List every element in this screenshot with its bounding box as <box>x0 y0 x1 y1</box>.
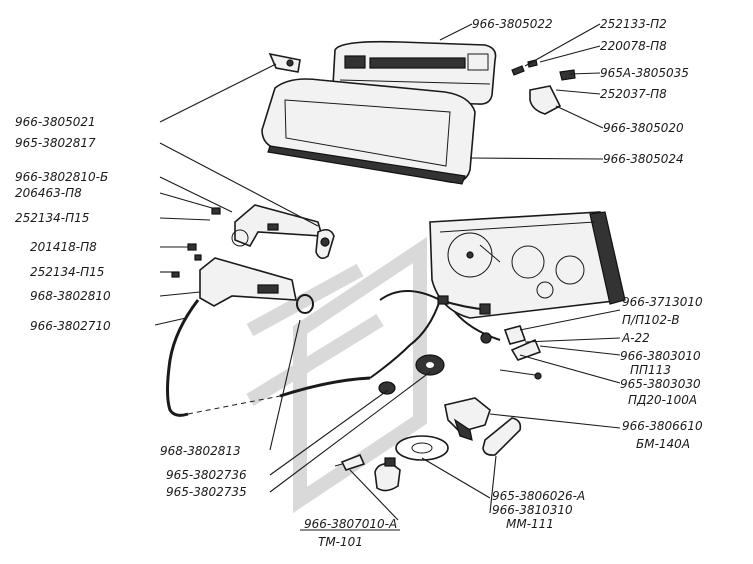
label-966-3802710: 966-3802710 <box>30 319 111 333</box>
clip-part <box>529 85 562 115</box>
sensor-parts <box>499 325 542 380</box>
gasket-ring <box>395 435 449 461</box>
wiring-harness <box>369 290 501 379</box>
labels: 966-3805022 252133-П2 220078-П8 965А-380… <box>15 17 703 549</box>
label-252037-p8: 252037-П8 <box>600 87 667 101</box>
label-206463-p8: 206463-П8 <box>15 186 82 200</box>
label-965-3802735: 965-3802735 <box>166 485 247 499</box>
speedometer-cable <box>166 299 371 417</box>
label-252134-p15-b: 252134-П15 <box>30 265 104 279</box>
label-252133-p2: 252133-П2 <box>600 17 667 31</box>
label-965-3806026-a: 965-3806026-А <box>492 489 585 503</box>
label-965a-3805035: 965А-3805035 <box>600 66 689 80</box>
label-968-3802813: 968-3802813 <box>160 444 241 458</box>
label-968-3802810: 968-3802810 <box>30 289 111 303</box>
watermark <box>246 236 427 514</box>
label-220078-p8: 220078-П8 <box>600 39 667 53</box>
label-966-3713010: 966-3713010 <box>622 295 703 309</box>
mounting-bracket <box>268 52 301 73</box>
label-201418-p8: 201418-П8 <box>30 240 97 254</box>
label-mm-111: ММ-111 <box>506 517 554 531</box>
label-p-p102-v: П/П102-В <box>622 313 680 327</box>
label-252134-p15-a: 252134-П15 <box>15 211 89 225</box>
bulb-cylinder <box>482 417 522 456</box>
snap-ring <box>296 294 314 314</box>
label-tm-101: ТМ-101 <box>318 535 363 549</box>
label-965-3802817: 965-3802817 <box>15 136 96 150</box>
label-965-3803030: 965-3803030 <box>620 377 701 391</box>
pressure-sensor <box>374 457 401 492</box>
grommet-parts <box>378 354 445 395</box>
sender-unit <box>444 397 491 441</box>
label-966-3805022: 966-3805022 <box>472 17 553 31</box>
label-966-3805024: 966-3805024 <box>603 152 684 166</box>
label-965-3802736: 965-3802736 <box>166 468 247 482</box>
angle-drive-upper <box>231 204 324 248</box>
label-pp113: ПП113 <box>630 363 671 377</box>
temp-sensor <box>334 453 366 471</box>
label-pd20-100a: ПД20-100А <box>628 393 697 407</box>
label-966-3807010-a: 966-3807010-А <box>304 517 397 531</box>
label-bm-140a: БМ-140А <box>636 437 690 451</box>
screw-small <box>511 59 576 81</box>
instrument-panel <box>429 211 626 319</box>
cluster-bezel <box>261 78 476 185</box>
label-966-3805020: 966-3805020 <box>603 121 684 135</box>
label-966-3806610: 966-3806610 <box>622 419 703 433</box>
label-966-3803010: 966-3803010 <box>620 349 701 363</box>
label-966-3810310: 966-3810310 <box>492 503 573 517</box>
angle-drive-lower <box>199 257 297 307</box>
ring-part <box>315 228 335 260</box>
leader-lines <box>154 23 621 531</box>
label-966-3802810-b: 966-3802810-Б <box>15 170 108 184</box>
label-a-22: А-22 <box>621 331 650 345</box>
label-966-3805021: 966-3805021 <box>15 115 96 129</box>
